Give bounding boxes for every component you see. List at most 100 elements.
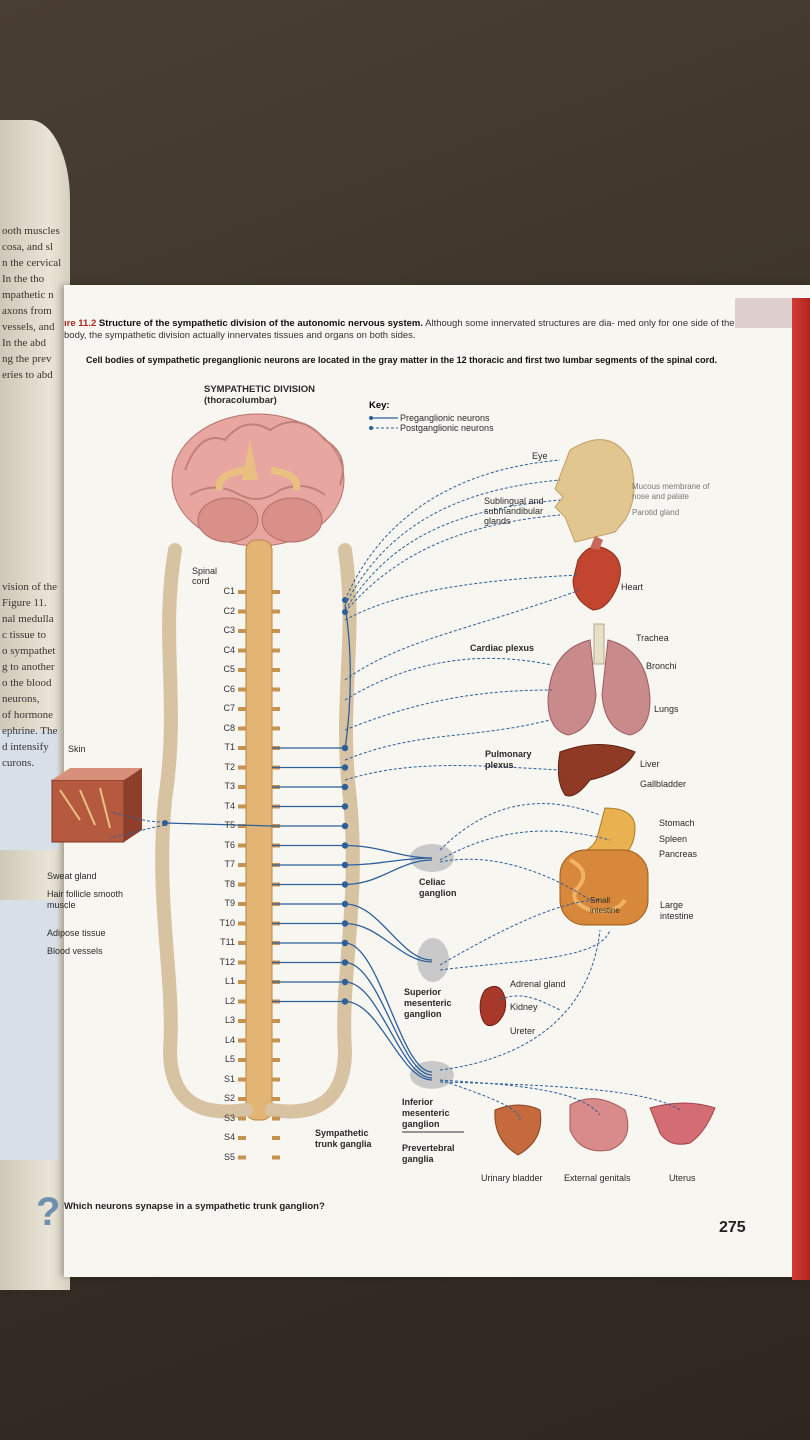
- left-page-line: axons from: [2, 305, 52, 317]
- question-mark-icon: ?: [36, 1190, 61, 1234]
- figure-title: Structure of the sympathetic division of…: [98, 318, 423, 329]
- label-ureter: Ureter: [510, 1026, 536, 1036]
- left-page-line: o sympathet: [2, 645, 56, 657]
- segment-label: L3: [224, 1015, 235, 1025]
- segment-label: S1: [223, 1073, 235, 1084]
- segment-label: T7: [224, 859, 235, 869]
- label-stomach: Stomach: [659, 818, 695, 828]
- page-corner-tab: [735, 298, 792, 328]
- label-hair-follicle: Hair follicle smooth muscle: [47, 889, 124, 910]
- segment-label: S2: [223, 1093, 235, 1103]
- left-page-line: neurons,: [2, 693, 40, 705]
- label-skin: Skin: [68, 744, 86, 754]
- left-page-line: In the abd: [2, 337, 46, 349]
- segment-label: T4: [224, 800, 235, 811]
- left-page-line: c tissue to: [2, 629, 46, 641]
- left-page-line: vessels, and: [2, 321, 55, 333]
- left-page-line: of hormone: [2, 709, 54, 721]
- segment-label: S4: [223, 1132, 235, 1142]
- segment-label: S5: [223, 1151, 235, 1162]
- segment-label: L1: [224, 976, 235, 986]
- label-pancreas: Pancreas: [659, 849, 698, 859]
- left-page-line: g to another: [2, 661, 55, 673]
- label-prevertebral: Prevertebral ganglia: [402, 1143, 455, 1164]
- segment-label: T3: [224, 781, 235, 791]
- label-trunk-ganglia: Sympathetic trunk ganglia: [315, 1128, 372, 1149]
- label-bladder: Urinary bladder: [481, 1173, 543, 1183]
- segment-label: C4: [223, 644, 235, 655]
- left-page-line: mpathetic n: [2, 289, 54, 301]
- label-uterus: Uterus: [669, 1173, 696, 1183]
- label-superior-mesenteric: Superior mesenteric ganglion: [404, 987, 452, 1019]
- left-page-line: nal medulla: [2, 613, 54, 625]
- left-page-line: ooth muscles: [2, 225, 60, 237]
- segment-label: C8: [223, 722, 235, 733]
- figure-caption-body: Although some innervated structures are …: [64, 318, 735, 341]
- figure-label: ıre 11.2: [64, 318, 97, 329]
- left-page-line: o the blood: [2, 677, 52, 689]
- label-lungs: Lungs: [654, 704, 679, 714]
- segment-label: C5: [223, 664, 235, 674]
- segment-label: S3: [223, 1112, 235, 1123]
- segment-label: T9: [224, 898, 235, 908]
- division-title: SYMPATHETIC DIVISION: [204, 384, 316, 395]
- label-gallbladder: Gallbladder: [640, 779, 687, 789]
- segment-label: T1: [224, 742, 235, 752]
- segment-label: C3: [223, 625, 235, 635]
- segment-label: T2: [224, 761, 235, 772]
- label-sublingual: Sublingual and submandibular glands: [484, 496, 544, 526]
- label-parotid: Parotid gland: [632, 508, 680, 517]
- segment-label: L2: [224, 995, 235, 1006]
- division-subtitle: (thoracolumbar): [204, 395, 277, 406]
- page-edge-red: [792, 298, 810, 1280]
- label-sweat-gland: Sweat gland: [47, 871, 97, 881]
- left-page-line: d intensify: [2, 741, 49, 753]
- segment-label: T12: [219, 956, 235, 967]
- segment-label: C1: [223, 586, 235, 596]
- label-pulmonary-plexus: Pulmonary plexus: [485, 749, 532, 770]
- segment-label: T8: [224, 878, 235, 889]
- label-cardiac-plexus: Cardiac plexus: [470, 643, 535, 653]
- label-inferior-mesenteric: Inferior mesenteric ganglion: [402, 1097, 450, 1129]
- label-mucous: Mucous membrane of nose and palate: [632, 482, 710, 501]
- left-page-line: Figure 11.: [2, 597, 47, 609]
- label-genitals: External genitals: [564, 1173, 631, 1183]
- left-page-line: In the tho: [2, 273, 45, 285]
- key-title: Key:: [369, 400, 390, 411]
- segment-label: L5: [224, 1054, 235, 1064]
- left-page-line: ng the prev: [2, 353, 52, 365]
- label-spleen: Spleen: [659, 834, 688, 844]
- caption-note: Cell bodies of sympathetic preganglionic…: [86, 355, 718, 365]
- figure-caption: ıre 11.2 Structure of the sympathetic di…: [64, 318, 744, 342]
- review-question: Which neurons synapse in a sympathetic t…: [64, 1201, 325, 1212]
- segment-label: C6: [223, 683, 235, 694]
- segment-label: T5: [224, 820, 235, 830]
- left-page-highlight-box: [0, 900, 58, 1160]
- label-small-intestine: Small intestine: [590, 896, 620, 915]
- left-page-line: n the cervical: [2, 257, 62, 269]
- label-celiac-ganglion: Celiac ganglion: [419, 877, 457, 898]
- label-adrenal: Adrenal gland: [510, 979, 566, 989]
- segment-label: T6: [224, 839, 235, 850]
- segment-label: T10: [219, 917, 235, 928]
- segment-label: C2: [223, 605, 235, 616]
- key-postganglionic: Postganglionic neurons: [400, 423, 494, 433]
- left-page-line: curons.: [2, 757, 35, 769]
- label-adipose: Adipose tissue: [47, 928, 106, 938]
- label-large-intestine: Large intestine: [660, 900, 694, 921]
- label-eye: Eye: [532, 451, 548, 461]
- spinal-cord-label: Spinal cord: [192, 566, 218, 586]
- segment-label: C7: [223, 703, 235, 713]
- page-number: 275: [719, 1219, 746, 1236]
- segment-label: T11: [220, 937, 235, 947]
- label-kidney: Kidney: [510, 1002, 538, 1012]
- left-page-line: cosa, and sl: [2, 241, 54, 253]
- label-liver: Liver: [640, 759, 660, 769]
- left-page-highlight-box: [0, 730, 58, 850]
- label-bronchi: Bronchi: [646, 661, 677, 671]
- left-page-line: eries to abd: [2, 369, 53, 381]
- segment-label: L4: [224, 1034, 235, 1045]
- left-page-line: vision of the: [2, 581, 57, 593]
- label-heart: Heart: [621, 582, 644, 592]
